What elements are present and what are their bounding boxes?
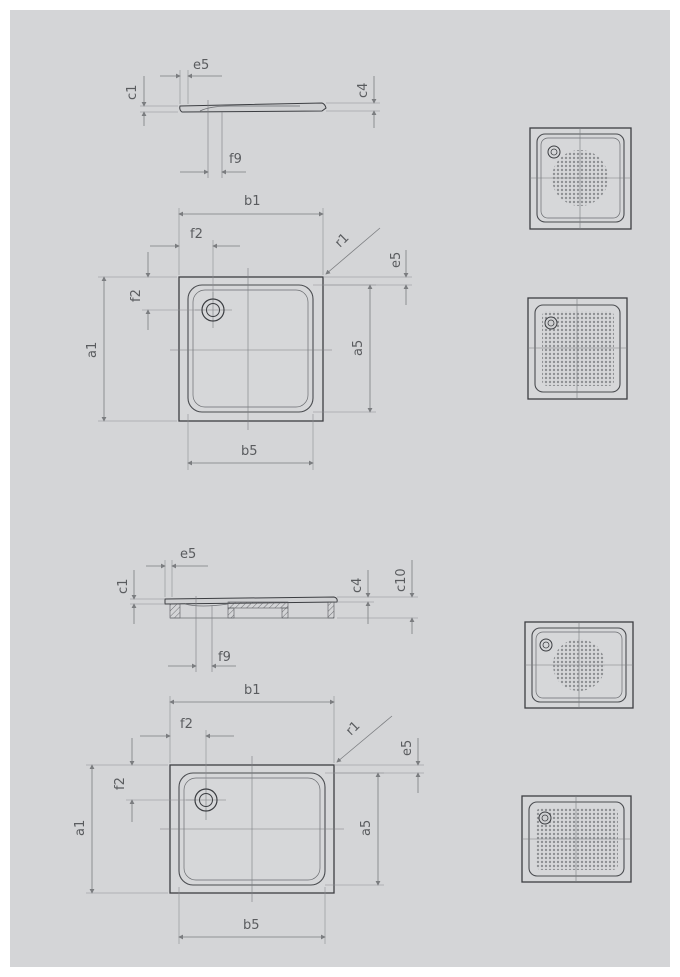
label-r1-bottom: r1 [343,719,363,739]
label-b5-bottom: b5 [243,918,260,933]
label-f2-v-bottom: f2 [113,777,128,790]
profile-rect [130,560,418,672]
label-c4-top: c4 [356,83,371,98]
label-a5-top: a5 [351,340,366,356]
thumb-square-rect-grate [527,297,628,400]
label-a1-top: a1 [85,342,100,358]
label-f2-v-top: f2 [129,289,144,302]
label-b1-bottom: b1 [244,683,261,698]
label-c1-top: c1 [125,85,140,100]
label-c4-bottom: c4 [350,578,365,593]
profile-square [140,70,380,178]
label-a5-bottom: a5 [359,820,374,836]
thumb-square-round-grate [529,127,632,230]
label-f9-bottom: f9 [218,650,231,665]
label-f9-top: f9 [229,152,242,167]
label-c1-bottom: c1 [116,579,131,594]
plan-square [98,208,412,470]
label-c10-bottom: c10 [394,568,409,592]
label-b5-top: b5 [241,444,258,459]
label-e5-v-top: e5 [389,252,404,268]
label-e5-top: e5 [193,58,209,73]
label-e5-v-bottom: e5 [400,740,415,756]
thumb-rect-round-grate [524,621,634,709]
label-e5-bottom: e5 [180,547,196,562]
label-f2-h-top: f2 [190,227,203,242]
thumb-rect-rect-grate [521,795,632,883]
plan-rect [86,696,424,944]
label-a1-bottom: a1 [73,820,88,836]
label-r1-top: r1 [332,231,352,251]
label-b1-top: b1 [244,194,261,209]
label-f2-h-bottom: f2 [180,717,193,732]
